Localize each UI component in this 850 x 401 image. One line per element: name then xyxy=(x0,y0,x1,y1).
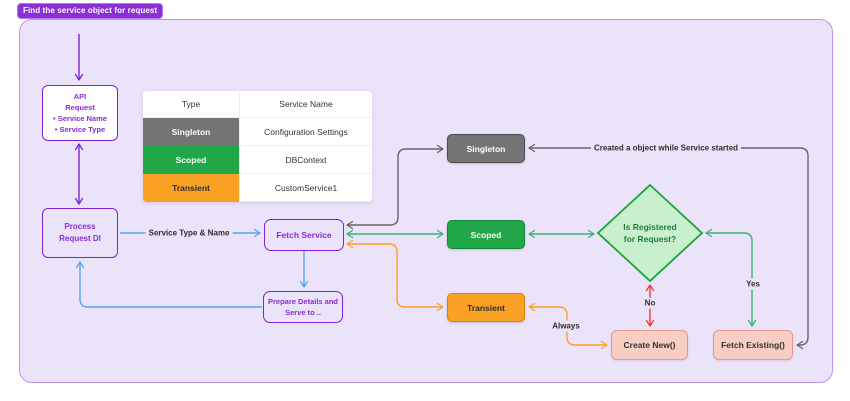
decision-line1: Is Registered xyxy=(623,222,677,232)
fetch-existing-label: Fetch Existing() xyxy=(721,340,785,350)
scoped-label: Scoped xyxy=(470,229,502,240)
service-table: Type Service Name Singleton Configuratio… xyxy=(143,91,372,202)
api-request-bullet-service-type: • Service Type xyxy=(54,125,106,134)
api-request-title: API xyxy=(73,92,87,101)
edge-label-created-object: Created a object while Service started xyxy=(590,142,742,154)
process-label-line1: Process xyxy=(64,222,96,231)
edge-decision-fetch-existing-yes xyxy=(705,228,757,327)
node-prepare-details: Prepare Details and Serve to .. xyxy=(263,291,343,323)
table-cell-service-configuration-settings: Configuration Settings xyxy=(239,118,372,146)
prepare-label-line2: Serve to .. xyxy=(285,308,321,317)
table-cell-service-dbcontext: DBContext xyxy=(239,146,372,174)
singleton-label: Singleton xyxy=(466,143,506,154)
table-header-service-name: Service Name xyxy=(239,91,372,118)
table-cell-type-singleton: Singleton xyxy=(143,118,239,146)
edge-fetch-singleton xyxy=(346,144,444,230)
table-cell-type-scoped: Scoped xyxy=(143,146,239,174)
fetch-service-label: Fetch Service xyxy=(276,230,332,240)
node-process-request-di: Process Request DI xyxy=(42,208,118,258)
decision-text: Is Registered for Request? xyxy=(600,218,700,248)
edge-label-yes: Yes xyxy=(743,278,763,290)
node-scoped: Scoped xyxy=(447,220,525,249)
edge-label-always: Always xyxy=(549,320,583,332)
node-singleton: Singleton xyxy=(447,134,525,163)
title-badge: Find the service object for request xyxy=(17,3,164,19)
edge-singleton-fetch-existing xyxy=(528,143,809,350)
node-api-request: API Request • Service Name • Service Typ… xyxy=(42,85,118,141)
api-request-bullet-service-name: • Service Name xyxy=(53,114,107,123)
node-create-new: Create New() xyxy=(611,330,688,360)
api-request-subtitle: Request xyxy=(65,103,95,112)
decision-line2: for Request? xyxy=(623,234,677,244)
table-cell-type-transient: Transient xyxy=(143,174,239,202)
process-label-line2: Request DI xyxy=(59,234,101,243)
decision-diamond xyxy=(596,183,704,283)
prepare-label-line1: Prepare Details and xyxy=(267,297,339,306)
node-fetch-existing: Fetch Existing() xyxy=(713,330,793,360)
edge-label-no: No xyxy=(641,297,659,309)
edge-fetch-transient xyxy=(346,239,444,312)
node-transient: Transient xyxy=(447,293,525,322)
transient-label: Transient xyxy=(467,302,505,313)
create-new-label: Create New() xyxy=(623,340,676,350)
edge-label-service-type-name: Service Type & Name xyxy=(145,227,233,239)
table-cell-service-customservice1: CustomService1 xyxy=(239,174,372,202)
edge-prepare-process xyxy=(75,261,262,308)
table-header-type: Type xyxy=(143,91,239,118)
node-fetch-service: Fetch Service xyxy=(264,219,344,251)
